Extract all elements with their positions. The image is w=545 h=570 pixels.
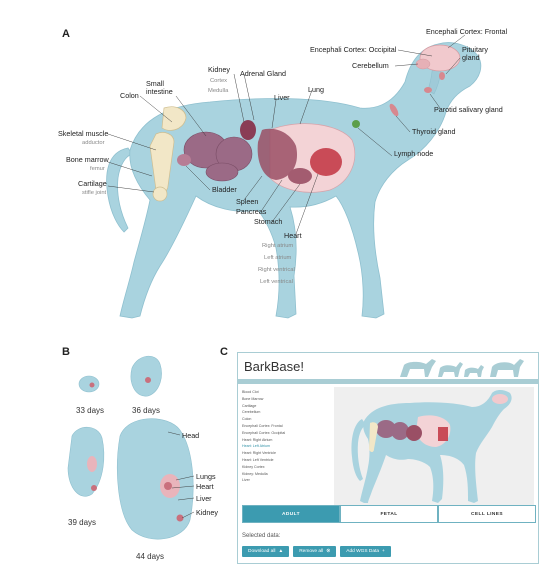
tissue-item[interactable]: Heart: Right Ventricle [242,451,276,456]
tissue-list: Blood Clot Bone Marrow Cartilage Cerebel… [242,389,330,513]
tab-cell-lines[interactable]: CELL LINES [438,505,536,523]
label-skeletal-muscle: Skeletal muscle [58,129,109,138]
fetal-leader-lines [167,431,195,519]
add-wgs-label: Add WGS Data [346,549,380,554]
fetus-44-days [117,418,194,540]
heart [310,148,342,176]
selected-data-label: Selected data: [242,533,281,539]
fetus-36-days [130,355,162,397]
label-small-intestine: Small intestine [146,79,173,96]
label-cerebellum: Cerebellum [352,61,389,70]
label-bladder: Bladder [212,185,237,194]
age-label-33: 33 days [76,406,105,415]
tissue-item[interactable]: Heart: Left Ventricle [242,457,274,462]
tissue-item[interactable]: Kidney: Medulla [242,471,268,476]
label-kidney-cortex: Cortex [210,78,228,84]
thyroid [389,103,399,117]
tab-fetal[interactable]: FETAL [340,505,438,523]
remove-all-button[interactable]: Remove all ⊗ [293,546,337,557]
pituitary [439,72,445,80]
tissue-item[interactable]: Bone Marrow [242,396,264,401]
hindlimb-bones [149,106,187,202]
tissue-item[interactable]: Encephali Cortex: Frontal [242,423,283,428]
label-lymph: Lymph node [394,149,434,158]
label-bone-femur: femur [90,166,105,172]
fetus-39-days [67,426,105,497]
label-cartilage: Cartilage [78,179,107,188]
fetal-label-heart: Heart [196,482,214,491]
tissue-item[interactable]: Heart: Right Atrium [242,437,273,442]
label-parotid: Parotid salivary gland [434,105,503,114]
label-kidney: Kidney [208,65,230,74]
barkbase-app: BarkBase! Blood Clot Bone Marrow Cartila… [237,352,539,564]
age-label-44: 44 days [136,552,165,561]
tissue-item-selected[interactable]: Heart: Left Atrium [242,444,270,449]
viewer-dog-illustration [351,390,512,503]
header-bar [238,379,538,384]
label-encephali-frontal: Encephali Cortex: Frontal [426,27,508,36]
label-right-ventrical: Right ventrical [258,267,295,273]
label-left-atrium: Left atrium [264,255,292,261]
label-left-ventrical: Left ventrical [260,279,293,285]
label-right-atrium: Right atrium [262,243,294,249]
fetus-33-days [78,375,100,393]
fetal-label-kidney: Kidney [196,508,218,517]
add-wgs-button[interactable]: Add WGS Data + [340,546,391,557]
upload-arrow-icon: ▲ [278,549,284,554]
kidney [240,120,256,140]
data-type-tabs: ADULT FETAL CELL LINES [242,505,536,523]
stomach [288,168,312,184]
tissue-item[interactable]: Liver [242,478,250,483]
remove-all-label: Remove all [299,549,324,554]
fetal-label-head: Head [182,431,200,440]
label-lung: Lung [308,85,324,94]
tissue-item[interactable]: Blood Clot [242,390,259,394]
remove-icon: ⊗ [326,549,331,554]
plus-icon: + [382,549,385,554]
label-pituitary: Pituitary gland [462,45,488,62]
label-thyroid: Thyroid gland [412,127,456,136]
label-skeletal-adductor: adductor [82,140,105,146]
tab-adult[interactable]: ADULT [242,505,340,523]
parotid-gland [424,87,432,93]
download-all-button[interactable]: Download all ▲ [242,546,290,557]
label-cartilage-joint: stifle joint [82,190,107,196]
label-kidney-medulla: Medulla [208,88,229,94]
tissue-item[interactable]: Cartilage [242,403,257,408]
panel-letter-a: A [62,28,70,40]
anatomy-viewer[interactable] [334,387,534,513]
label-adrenal: Adrenal Gland [240,69,286,78]
age-label-39: 39 days [68,518,97,527]
lymph-node [352,120,360,128]
label-stomach: Stomach [254,217,283,226]
liver [257,128,298,180]
age-label-36: 36 days [132,406,161,415]
action-buttons: Download all ▲ Remove all ⊗ Add WGS Data… [242,546,391,557]
tissue-item[interactable]: Encephali Cortex: Occipital [242,430,286,435]
label-pancreas: Pancreas [236,207,267,216]
fetal-label-lungs: Lungs [196,472,216,481]
tissue-item[interactable]: Cerebellum [242,410,261,415]
tissue-item[interactable]: Colon [242,417,252,422]
fetal-label-liver: Liver [196,494,212,503]
bladder [177,154,191,166]
panel-letter-b: B [62,346,70,358]
label-encephali-occipital: Encephali Cortex: Occipital [310,45,397,54]
panel-letter-c: C [220,346,228,358]
tissue-item[interactable]: Kidney Cortex [242,464,265,469]
download-all-label: Download all [248,549,276,554]
label-liver: Liver [274,93,290,102]
label-bone-marrow: Bone marrow [66,155,109,164]
leader-lines [107,34,466,235]
app-title: BarkBase! [244,359,304,374]
label-heart: Heart [284,231,302,240]
label-colon: Colon [120,91,139,100]
intestines [183,131,253,182]
label-spleen: Spleen [236,197,259,206]
dog-breeds-icon [400,359,524,377]
